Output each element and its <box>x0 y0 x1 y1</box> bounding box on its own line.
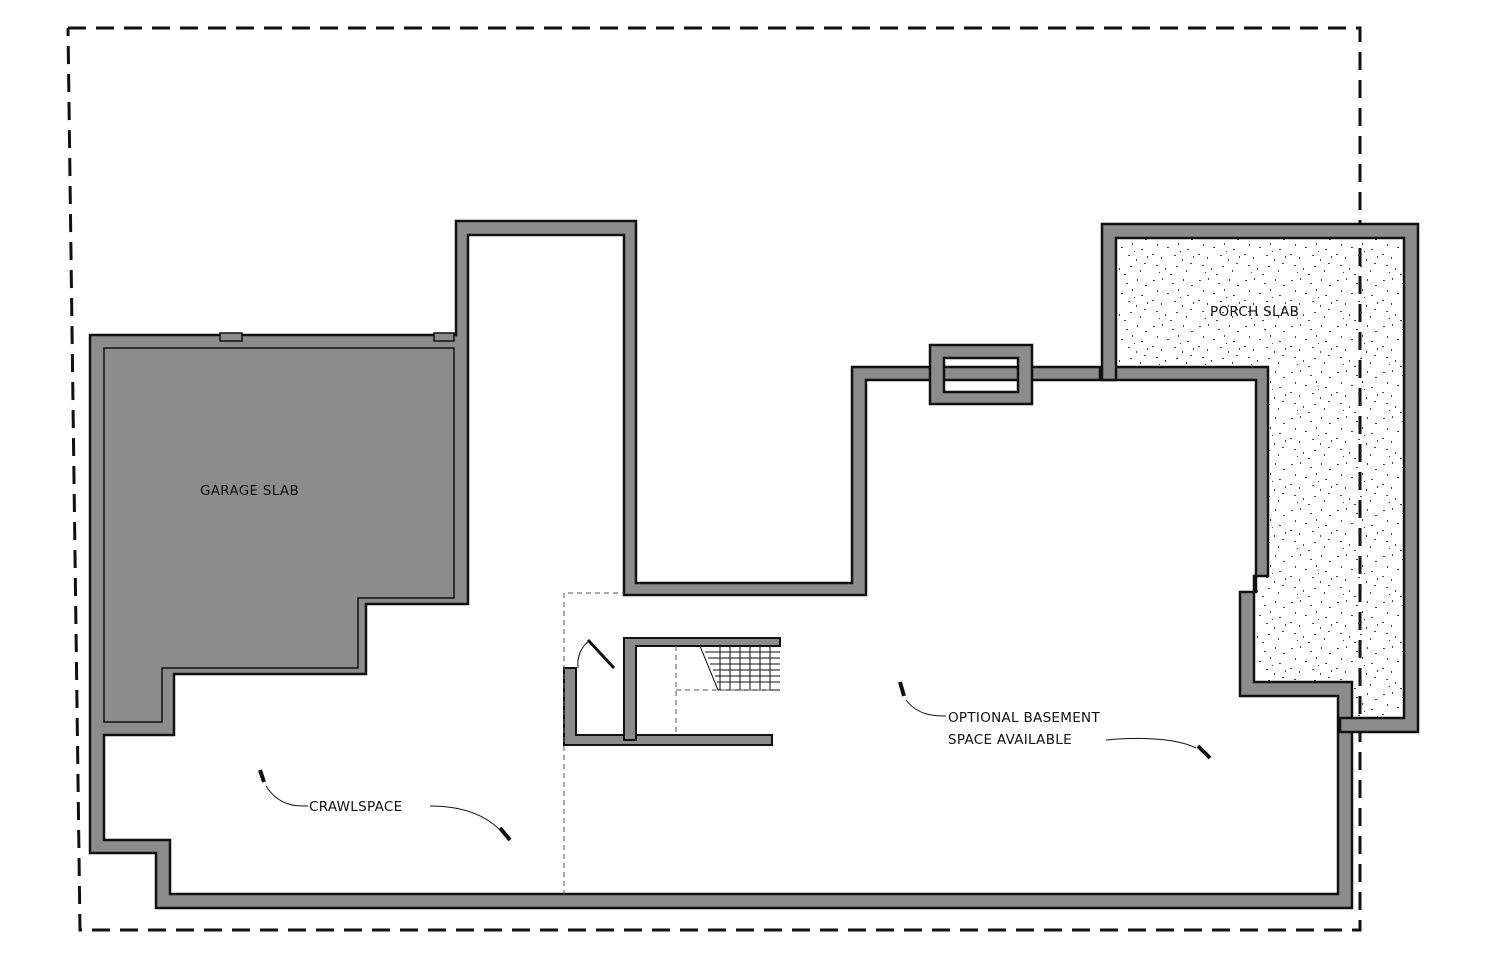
garage-slab-edge <box>103 347 455 723</box>
stair-enclosure-wall <box>563 667 773 746</box>
door-leaf <box>586 638 616 670</box>
garage-slab-label: GARAGE SLAB <box>200 483 299 499</box>
porch-wall <box>1100 222 1420 734</box>
porch-slab-area <box>1115 238 1406 720</box>
crawlspace-label: CRAWLSPACE <box>309 799 402 815</box>
optional-basement-label-line2: SPACE AVAILABLE <box>948 732 1072 748</box>
property-boundary-dashed <box>66 26 1362 932</box>
window-well <box>928 343 1034 406</box>
crawlspace-divider <box>563 592 624 895</box>
stair-landing <box>675 646 770 735</box>
garage-wall-tab <box>219 332 243 342</box>
door-swing <box>577 639 591 669</box>
annotation-leaders <box>258 681 1212 842</box>
garage-wall-tab <box>433 332 455 342</box>
stair-enclosure-wall <box>623 637 781 741</box>
porch-slab-label: PORCH SLAB <box>1210 304 1299 320</box>
optional-basement-label-line1: OPTIONAL BASEMENT <box>948 710 1100 726</box>
stair-treads <box>699 645 780 691</box>
